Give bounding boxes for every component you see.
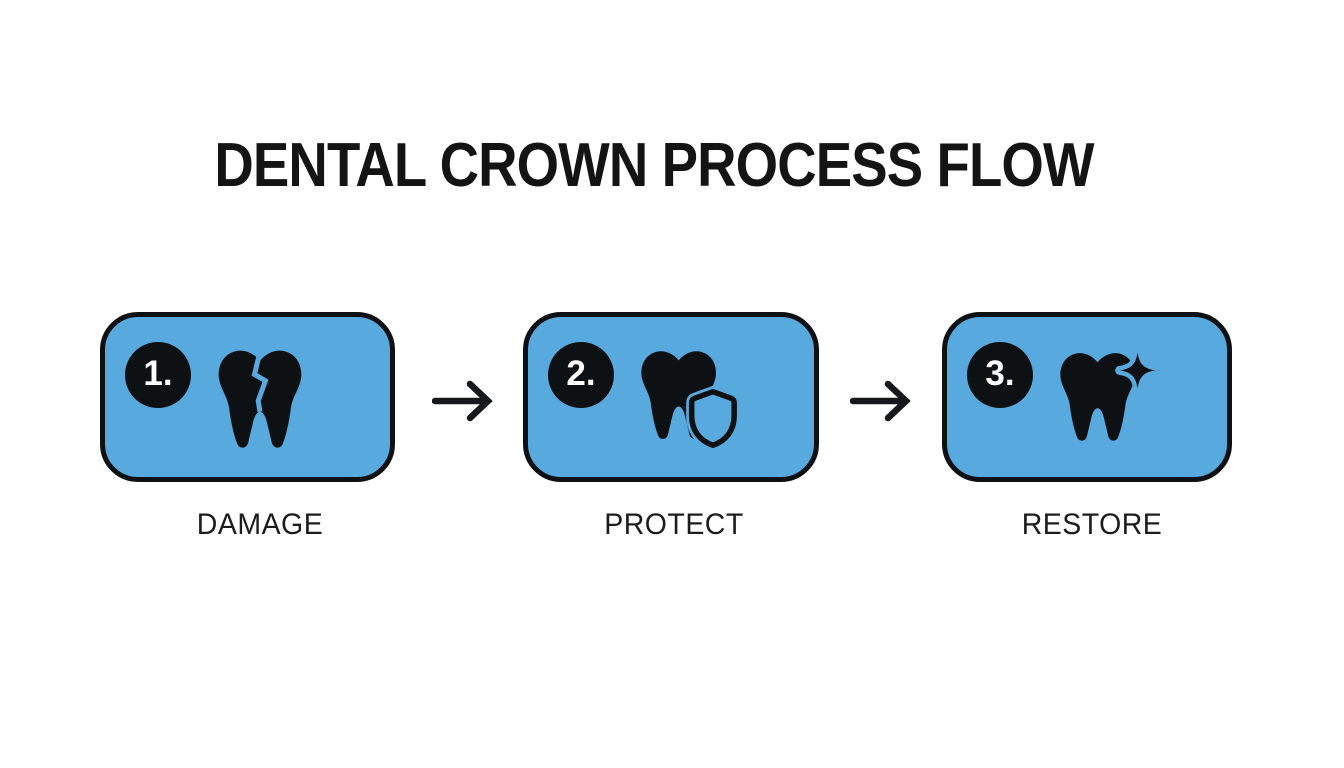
step-number: 1.	[143, 353, 173, 393]
page-title: DENTAL CROWN PROCESS FLOW	[214, 131, 1094, 200]
step-label-damage: DAMAGE	[196, 508, 324, 541]
step-label-protect: PROTECT	[604, 508, 744, 541]
tooth-sparkle-icon	[1059, 348, 1159, 450]
step-number-badge: 1.	[125, 342, 191, 408]
step-card-damage: 1.	[100, 312, 395, 482]
step-number-badge: 3.	[967, 342, 1033, 408]
right-arrow-icon	[431, 377, 496, 425]
cracked-tooth-icon	[217, 348, 303, 450]
step-label-restore: RESTORE	[1021, 508, 1163, 541]
step-number: 2.	[566, 353, 596, 393]
tooth-shield-icon	[640, 348, 742, 450]
step-card-protect: 2.	[523, 312, 819, 482]
step-number: 3.	[985, 353, 1015, 393]
step-number-badge: 2.	[548, 342, 614, 408]
step-card-restore: 3.	[942, 312, 1232, 482]
right-arrow-icon	[849, 377, 914, 425]
